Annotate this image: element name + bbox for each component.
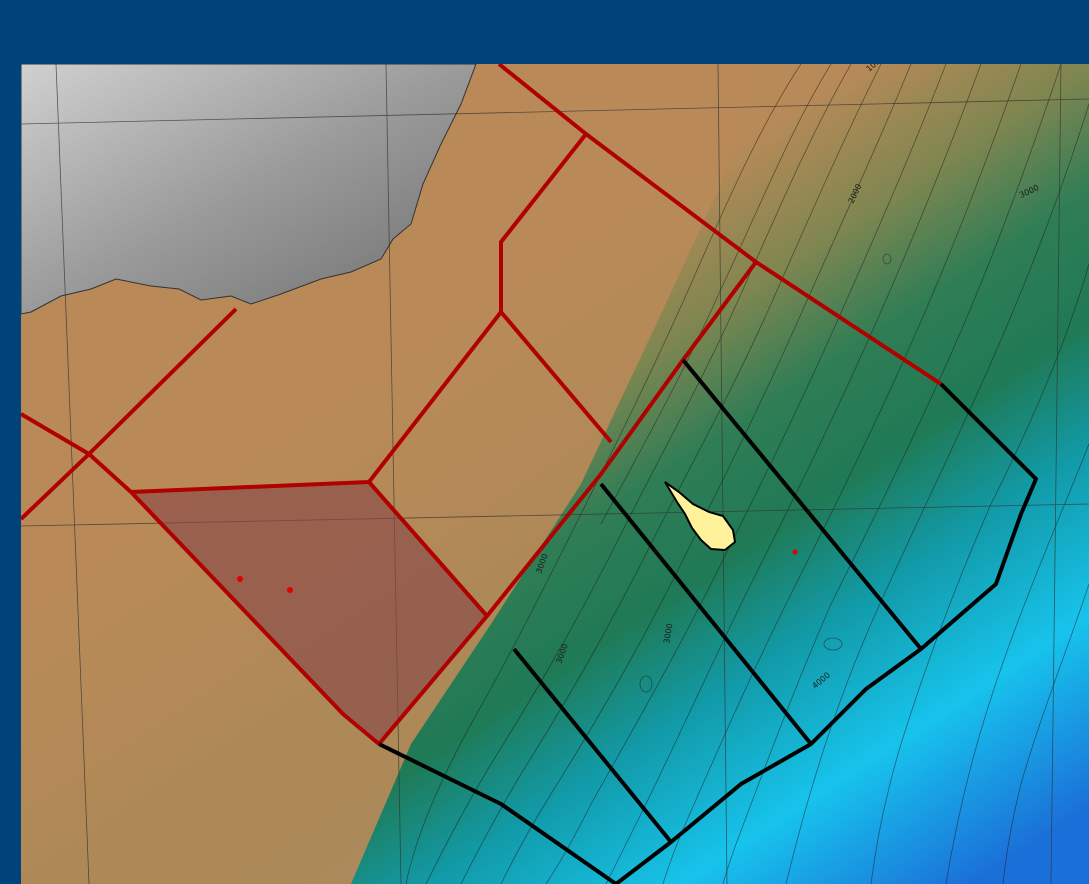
survey-blocks (378, 358, 1038, 884)
map-canvas: 100 2000 3000 3000 3000 3000 4000 (21, 64, 1089, 884)
contour-label: 100 (865, 64, 882, 74)
station-dot[interactable] (237, 576, 243, 582)
station-dot[interactable] (792, 549, 798, 555)
contour-label: 3000 (662, 623, 674, 645)
zone-boundaries (21, 64, 943, 746)
highlighted-zone[interactable] (131, 482, 487, 744)
station-dot[interactable] (287, 587, 293, 593)
depth-contours (405, 64, 1089, 884)
bathymetric-map[interactable]: 100 2000 3000 3000 3000 3000 4000 (21, 64, 1089, 884)
land-relief (21, 64, 477, 315)
sampling-area[interactable] (664, 481, 737, 552)
station-points (237, 549, 798, 593)
